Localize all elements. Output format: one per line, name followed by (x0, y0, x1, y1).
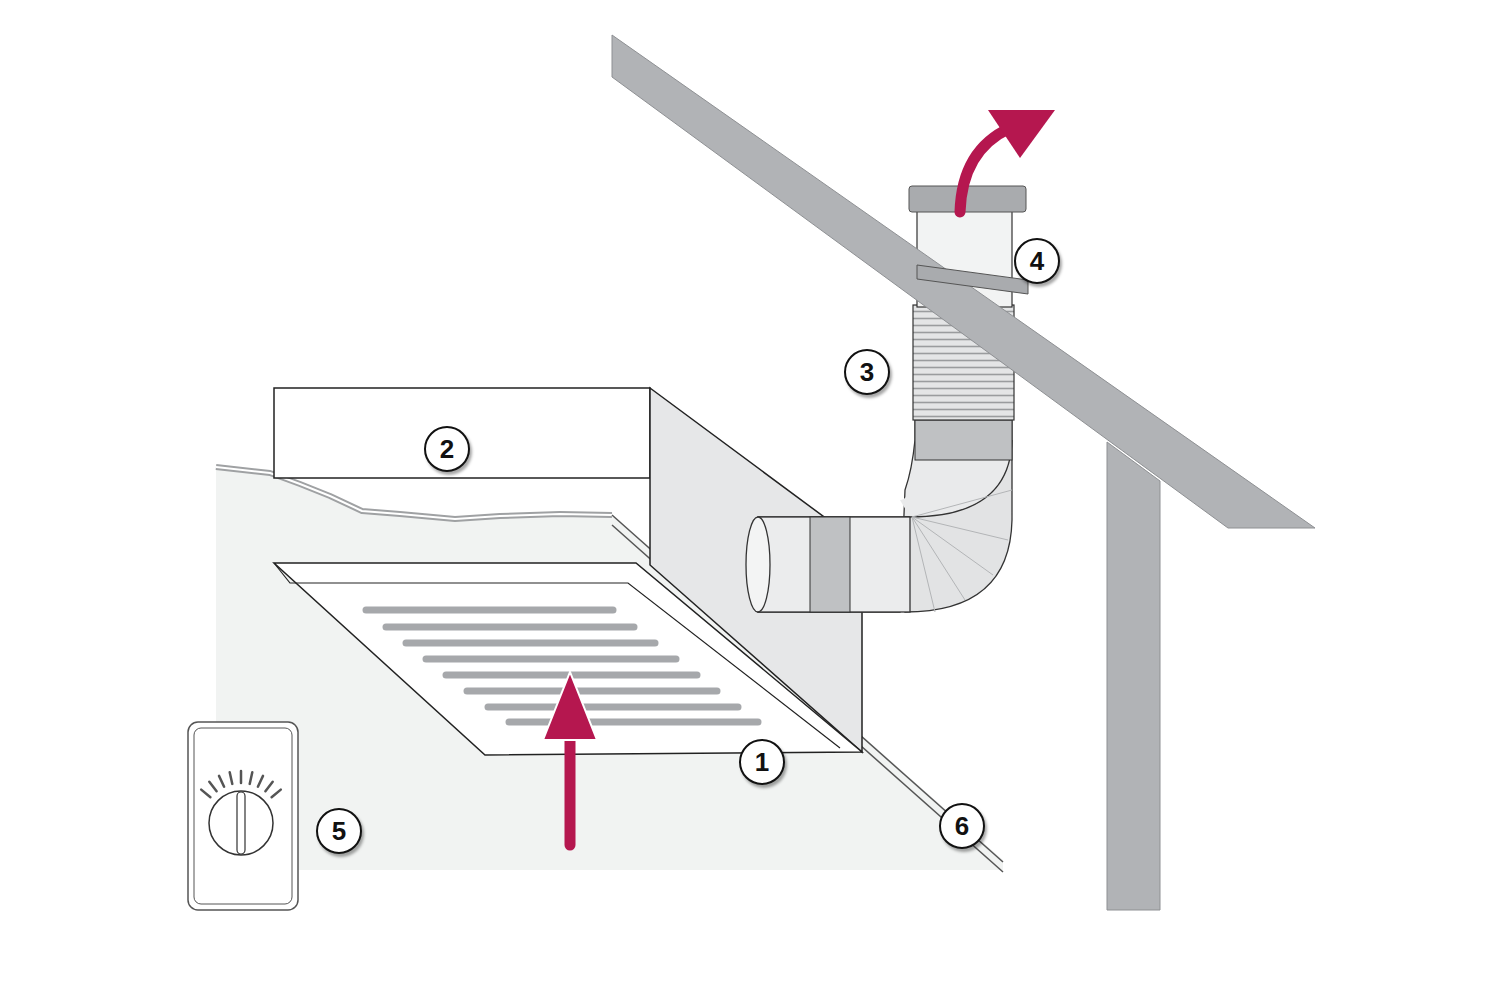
duct-tape (810, 517, 850, 612)
switch-tick (230, 772, 233, 784)
duct-elbow-bend (905, 440, 1012, 612)
duct-elbow-seams (912, 490, 1012, 612)
switch-tick (209, 782, 216, 792)
wall-stud (1107, 442, 1160, 910)
switch-tick (201, 790, 210, 798)
callout-number: 3 (844, 349, 890, 395)
duct-elbow (758, 420, 1012, 612)
callout-number: 4 (1014, 238, 1060, 284)
wall-switch (188, 722, 298, 910)
wall-switch-plate (194, 728, 292, 904)
switch-knob-grip (237, 792, 245, 854)
airflow-arrow-head (543, 672, 597, 740)
callout-number: 6 (939, 803, 985, 849)
switch-tick (250, 772, 253, 784)
callout-number: 1 (739, 739, 785, 785)
exhaust-arrow (960, 128, 1010, 212)
exhaust-arrow-head (988, 110, 1055, 158)
switch-tick (258, 776, 263, 787)
switch-tick (240, 771, 243, 783)
fan-housing-front (274, 388, 650, 478)
duct-horizontal (758, 517, 910, 612)
roof-rafter (612, 35, 1315, 528)
airflow-arrow (565, 725, 576, 845)
roof-flange (917, 265, 1028, 294)
callout-number: 5 (316, 808, 362, 854)
switch-tick (265, 782, 272, 792)
callout-number: 2 (424, 426, 470, 472)
ceiling (216, 467, 1003, 870)
duct-end (746, 517, 770, 612)
switch-knob (209, 791, 273, 855)
switch-tick (272, 790, 281, 798)
duct-tape (915, 420, 1012, 460)
switch-ticks (201, 771, 281, 797)
switch-tick (219, 776, 224, 787)
